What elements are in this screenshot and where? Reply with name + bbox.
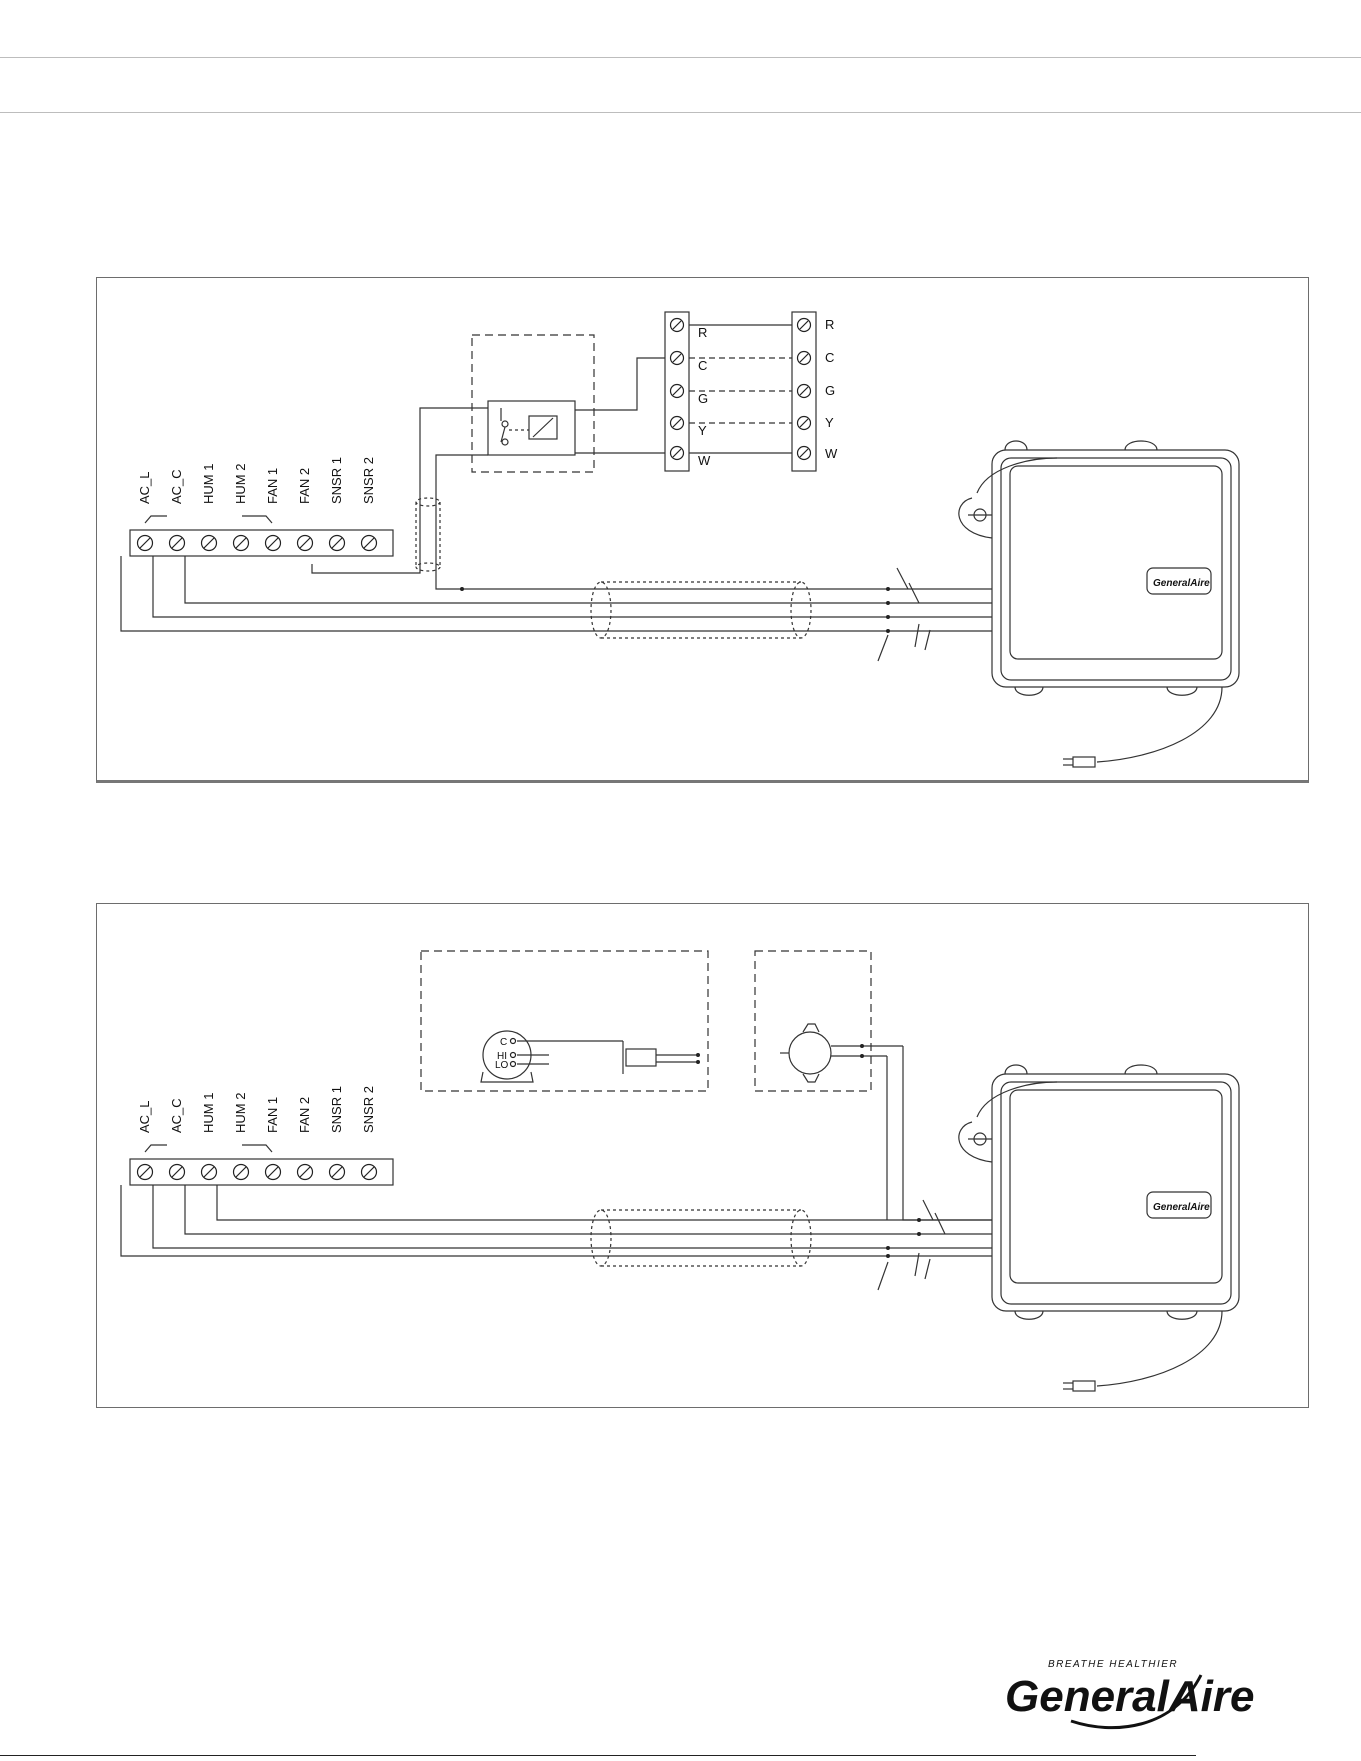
humidifier-cover [1010,466,1222,659]
terminal-label-fan-1: FAN 1 [265,468,280,504]
thermostat-right-label-r: R [825,317,834,332]
terminal-screw-snsr-1 [330,536,345,551]
terminal-label-snsr-1-2: SNSR 1 [329,1086,344,1133]
brand-wordmark: GeneralAire [1005,1672,1254,1721]
thermostat-left-label-w: W [698,453,711,468]
thermostat-right-label-g: G [825,383,835,398]
thermostat-right-label-c: C [825,350,834,365]
thermostat-left-label-g: G [698,391,708,406]
thermostat-left-label-r: R [698,325,707,340]
terminal-label-snsr-2: SNSR 2 [361,457,376,504]
terminal-label-snsr-2-2: SNSR 2 [361,1086,376,1133]
fan-motor-enclosure [421,951,708,1091]
brand-tagline: BREATHE HEALTHIER [1048,1659,1178,1670]
wiring-diagram-1: AC_L AC_C HUM 1 HUM 2 FAN 1 FAN 2 SNSR 1… [96,277,1309,783]
motor-label-lo: LO [495,1060,509,1071]
unit-logo-text-2: GeneralAire [1153,1202,1210,1213]
terminal-label-hum-1: HUM 1 [201,464,216,504]
terminal-screw-fan-1 [266,536,281,551]
terminal-label-fan-2: FAN 2 [297,468,312,504]
terminal-label-fan-2-2: FAN 2 [297,1097,312,1133]
terminal-label-hum-1-2: HUM 1 [201,1093,216,1133]
unit-logo-text: GeneralAire [1153,578,1210,589]
terminal-label-ac-l: AC_L [137,471,152,504]
terminal-screw-ac-l [138,536,153,551]
brand-logo: BREATHE HEALTHIER GeneralAire [1003,1655,1303,1755]
humidity-sensor [789,1032,831,1074]
terminal-label-hum-2-2: HUM 2 [233,1093,248,1133]
motor-label-c: C [500,1037,507,1048]
thermostat-left-label-c: C [698,358,707,373]
terminal-label-ac-c-2: AC_C [169,1098,184,1133]
fan-relay-connector [626,1049,656,1066]
terminal-screw-ac-c [170,536,185,551]
terminal-label-fan-1-2: FAN 1 [265,1097,280,1133]
top-rule-1 [0,57,1361,58]
thermostat-right-label-w: W [825,446,838,461]
wiring-diagram-1-svg: AC_L AC_C HUM 1 HUM 2 FAN 1 FAN 2 SNSR 1… [97,278,1310,784]
thermostat-left-label-y: Y [698,423,707,438]
terminal-screw-hum-2 [234,536,249,551]
top-rule-2 [0,112,1361,113]
terminal-label-ac-c: AC_C [169,469,184,504]
relay-enclosure [472,335,594,472]
terminal-screw-snsr-2 [362,536,377,551]
terminal-screw-hum-1 [202,536,217,551]
terminal-label-ac-l-2: AC_L [137,1100,152,1133]
thermostat-right-label-y: Y [825,415,834,430]
wiring-diagram-2-svg: AC_L AC_C HUM 1 HUM 2 FAN 1 FAN 2 SNSR 1… [97,904,1310,1409]
power-cord-2 [1097,1311,1222,1386]
terminal-label-snsr-1: SNSR 1 [329,457,344,504]
sensor-enclosure [755,951,871,1091]
footer-rule [0,1755,1196,1756]
terminal-screw-fan-2 [298,536,313,551]
terminal-label-hum-2: HUM 2 [233,464,248,504]
wiring-diagram-2: AC_L AC_C HUM 1 HUM 2 FAN 1 FAN 2 SNSR 1… [96,903,1309,1408]
power-cord [1097,687,1222,762]
